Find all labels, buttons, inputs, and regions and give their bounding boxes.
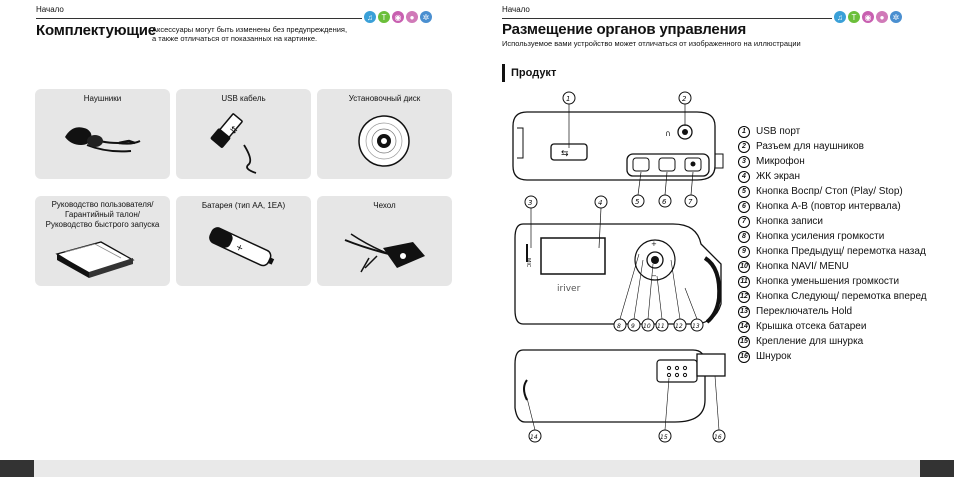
device-front-view: + −	[514, 223, 722, 325]
battery-icon: +	[209, 227, 275, 267]
svg-text:2: 2	[682, 95, 687, 103]
card-label: Чехол	[373, 201, 396, 210]
svg-text:+: +	[234, 242, 245, 254]
accessory-card-headphones: Наушники	[35, 89, 170, 179]
recorder-icon[interactable]: ●	[876, 11, 888, 23]
accessory-card-manuals: Руководство пользователя/ Гарантийный та…	[35, 196, 170, 286]
music-icon[interactable]: ♫	[364, 11, 376, 23]
svg-text:7: 7	[688, 198, 693, 206]
voice-icon[interactable]: ◉	[392, 11, 404, 23]
svg-text:15: 15	[660, 434, 668, 441]
svg-text:12: 12	[675, 323, 683, 330]
accessory-card-case: Чехол	[317, 196, 452, 286]
card-label: USB кабель	[221, 94, 266, 103]
cd-disc-icon	[358, 115, 410, 167]
settings-icon[interactable]: ✲	[420, 11, 432, 23]
page-title-right: Размещение органов управления	[502, 21, 747, 38]
usb-cable-icon: ⇆	[210, 113, 257, 174]
svg-text:8: 8	[617, 323, 621, 330]
device-diagram: ⇆ ∩ 1 2 5 6 7 + − iriver MIC 3 4 8 9	[512, 91, 726, 443]
svg-text:⇆: ⇆	[561, 149, 569, 159]
voice-icon[interactable]: ◉	[862, 11, 874, 23]
svg-text:∩: ∩	[665, 129, 671, 138]
settings-icon[interactable]: ✲	[890, 11, 902, 23]
svg-text:4: 4	[598, 199, 602, 207]
page-subtitle-left: Аксессуары могут быть изменены без преду…	[152, 25, 347, 43]
page-title-left: Комплектующие	[36, 22, 156, 39]
svg-text:5: 5	[635, 198, 640, 206]
section-marker	[502, 64, 505, 82]
svg-text:13: 13	[692, 323, 700, 330]
device-top-view: ⇆ ∩	[512, 111, 724, 181]
nav-icons-left: ♫ T ◉ ● ✲	[364, 11, 432, 23]
svg-text:10: 10	[643, 323, 651, 330]
svg-text:14: 14	[530, 434, 538, 441]
subtitle-line-1: Аксессуары могут быть изменены без преду…	[152, 25, 348, 34]
breadcrumb-right[interactable]: Начало	[502, 5, 530, 14]
headphones-icon	[65, 127, 141, 153]
header-rule-left	[36, 18, 362, 19]
svg-text:6: 6	[662, 198, 667, 206]
music-icon[interactable]: ♫	[834, 11, 846, 23]
device-brand-label: iriver	[557, 284, 581, 294]
nav-icons-right: ♫ T ◉ ● ✲	[834, 11, 902, 23]
card-label: Батарея (тип AA, 1EA)	[201, 201, 286, 210]
svg-text:9: 9	[631, 323, 635, 330]
next-page-tab[interactable]	[920, 460, 954, 477]
header-rule-right	[502, 18, 832, 19]
page-subtitle-right: Используемое вами устройство может отлич…	[502, 39, 801, 48]
svg-text:+: +	[651, 240, 657, 248]
card-label: Руководство пользователя/ Гарантийный та…	[45, 200, 160, 229]
mic-label: MIC	[525, 258, 531, 268]
accessory-card-usb-cable: USB кабель ⇆	[176, 89, 311, 179]
text-icon[interactable]: T	[378, 11, 390, 23]
manual-books-icon	[55, 241, 135, 278]
recorder-icon[interactable]: ●	[406, 11, 418, 23]
svg-text:−: −	[651, 272, 657, 280]
svg-text:11: 11	[657, 323, 665, 330]
device-bottom-view	[514, 349, 726, 423]
card-label: Наушники	[83, 94, 122, 103]
case-with-strap-icon	[344, 233, 425, 273]
svg-text:16: 16	[714, 434, 722, 441]
svg-text:1: 1	[566, 95, 570, 103]
accessory-card-battery: Батарея (тип AA, 1EA) +	[176, 196, 311, 286]
breadcrumb-left[interactable]: Начало	[36, 5, 64, 14]
svg-text:3: 3	[528, 199, 532, 207]
accessory-card-install-disc: Установочный диск	[317, 89, 452, 179]
subtitle-line-2: а также отличаться от показанных на карт…	[152, 34, 318, 43]
text-icon[interactable]: T	[848, 11, 860, 23]
section-heading: Продукт	[511, 67, 557, 79]
prev-page-tab[interactable]	[0, 460, 34, 477]
card-label: Установочный диск	[348, 94, 421, 103]
footer-bar	[0, 460, 954, 477]
